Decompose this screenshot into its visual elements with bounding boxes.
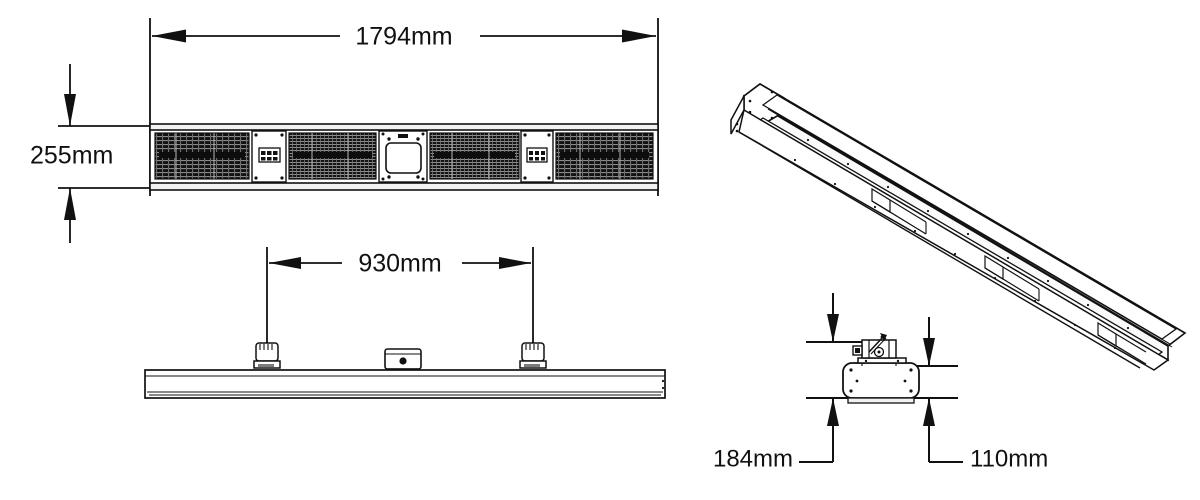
iso-bottom-lip: [738, 131, 1141, 369]
center-access-plate: [378, 130, 428, 183]
arm-tip: [880, 333, 887, 341]
dimension-mount-overall-height: 184mm: [713, 293, 839, 472]
iso-rivets: [793, 138, 1130, 350]
dimension-body-depth: 110mm: [923, 317, 1048, 472]
isometric-view: [730, 83, 1187, 371]
grille-panel-1: [154, 132, 250, 180]
heater-body-plan: [144, 369, 666, 399]
dimension-bracket-spacing: 930mm: [269, 250, 531, 278]
mounting-bracket-right: [519, 342, 547, 369]
dimension-overall-height: 255mm: [30, 64, 113, 243]
mounting-bracket-left: [253, 342, 281, 369]
arrowhead-top: [923, 338, 935, 366]
arrowhead-right: [499, 257, 531, 269]
heater-body-front: [149, 123, 659, 191]
plan-view: 930mm: [144, 247, 666, 399]
access-plate-right: [520, 130, 554, 183]
grille-panel-2: [288, 132, 377, 180]
grille-panel-3: [429, 132, 520, 180]
front-elevation-view: 1794mm 255mm: [30, 18, 659, 243]
dimension-label-bracket-spacing: 930mm: [358, 250, 441, 278]
iso-baffle-1: [871, 187, 927, 235]
arrowhead-bottom: [827, 398, 839, 426]
mount-bracket-assembly: [852, 333, 907, 366]
grille-panel-4: [555, 132, 654, 180]
arrowhead-top: [827, 314, 839, 342]
dimension-label-overall-height: 255mm: [30, 142, 113, 170]
body-bottom-lip: [847, 397, 915, 404]
dimension-overall-length: 1794mm: [152, 23, 656, 51]
arrowhead-bottom: [64, 188, 76, 220]
access-plate-left: [251, 130, 287, 183]
iso-baffle-3: [1097, 321, 1147, 365]
end-section-view: 184mm 110mm: [713, 293, 1048, 472]
arrowhead-top: [64, 94, 76, 126]
iso-seam-2: [772, 111, 1173, 348]
knockout-hole: [399, 357, 407, 365]
iso-bottom-flange: [738, 108, 1170, 371]
body-profile-outline: [842, 362, 920, 399]
arrowhead-right: [622, 29, 656, 43]
iso-baffle-2: [984, 254, 1040, 302]
arrowhead-left: [269, 257, 301, 269]
dimension-label-body-depth: 110mm: [970, 445, 1048, 472]
square-cover: [385, 142, 422, 174]
dimension-label-overall-length: 1794mm: [355, 23, 452, 51]
body-outline: [144, 369, 666, 399]
adjust-arm: [868, 335, 885, 353]
end-profile-body: [842, 362, 920, 404]
dimension-label-mount-overall-height: 184mm: [713, 445, 793, 472]
arrowhead-bottom: [923, 398, 935, 426]
arrowhead-left: [152, 29, 186, 43]
